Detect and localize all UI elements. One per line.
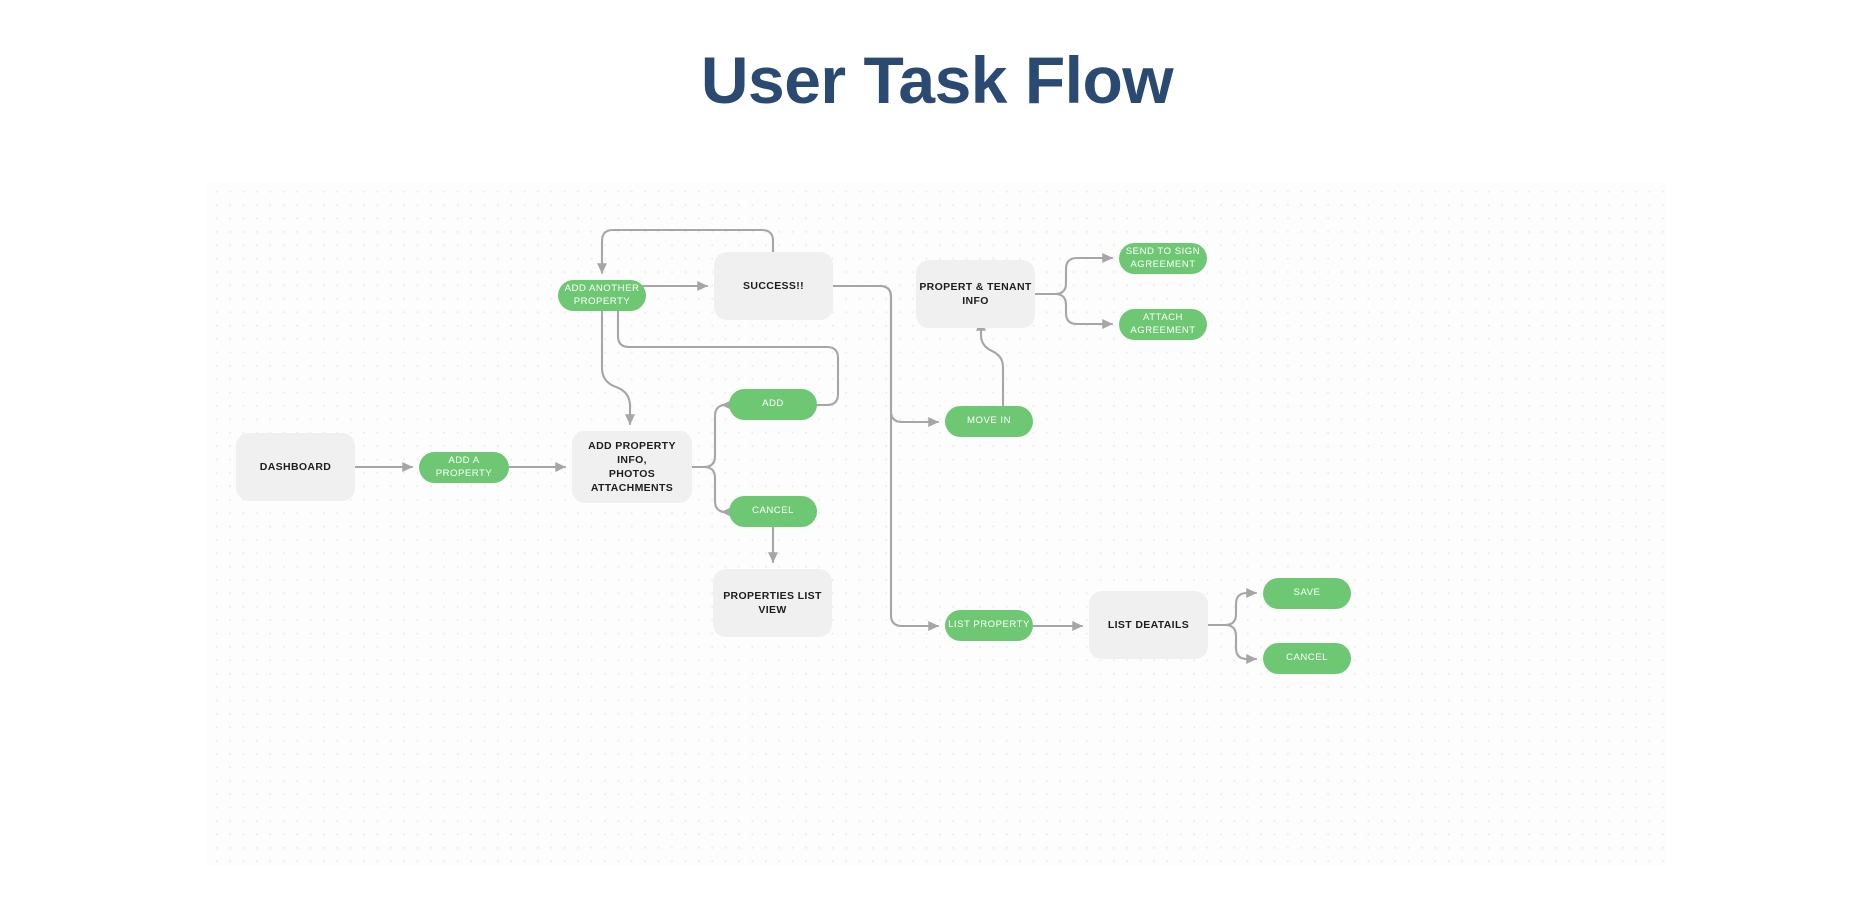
edge-add-another-to-add-property-info: [600, 309, 635, 426]
node-add-another-property-label: ADD ANOTHER PROPERTY: [564, 282, 640, 307]
page-title: User Task Flow: [700, 43, 1174, 117]
edge-add-property-info-to-add: [690, 400, 732, 469]
edge-add-property-info-to-cancel: [690, 465, 732, 517]
node-list-property-label: LIST PROPERTY: [948, 619, 1030, 631]
node-send-to-sign-agreement[interactable]: SEND TO SIGN AGREEMENT: [1119, 243, 1207, 274]
node-cancel-property-info[interactable]: CANCEL: [729, 496, 817, 527]
node-add-property-info[interactable]: ADD PROPERTY INFO, PHOTOS ATTACHMENTS: [572, 431, 692, 503]
node-add-label: ADD: [762, 398, 784, 410]
edge-move-in-to-property-tenant: [976, 319, 1005, 408]
node-add-another-property[interactable]: ADD ANOTHER PROPERTY: [558, 280, 646, 311]
node-property-tenant-info-label: PROPERT & TENANT INFO: [919, 280, 1032, 307]
node-add[interactable]: ADD: [729, 389, 817, 420]
node-list-property[interactable]: LIST PROPERTY: [945, 610, 1033, 641]
connector-layer: [353, 228, 1258, 664]
node-cancel-property-info-label: CANCEL: [752, 505, 794, 517]
edge-success-to-list-property: [831, 284, 940, 631]
node-success-label: SUCCESS!!: [743, 279, 804, 292]
node-property-tenant-info[interactable]: PROPERT & TENANT INFO: [916, 260, 1035, 328]
node-dashboard[interactable]: DASHBOARD: [236, 433, 355, 501]
flowchart-canvas[interactable]: DASHBOARD ADD A PROPERTY ADD PROPERTY IN…: [207, 182, 1667, 866]
node-list-details[interactable]: LIST DEATAILS: [1089, 591, 1208, 659]
node-save[interactable]: SAVE: [1263, 578, 1351, 609]
edge-list-details-to-save: [1206, 588, 1258, 627]
node-cancel-list-details[interactable]: CANCEL: [1263, 643, 1351, 674]
node-success[interactable]: SUCCESS!!: [714, 252, 833, 320]
title-bar: User Task Flow: [0, 0, 1874, 160]
node-attach-agreement-label: ATTACH AGREEMENT: [1130, 311, 1196, 336]
node-dashboard-label: DASHBOARD: [259, 460, 332, 473]
node-list-details-label: LIST DEATAILS: [1107, 618, 1190, 631]
edge-success-to-add-another: [597, 228, 775, 275]
node-properties-list-view[interactable]: PROPERTIES LIST VIEW: [713, 569, 832, 637]
node-add-a-property-label: ADD A PROPERTY: [435, 454, 493, 479]
edge-property-tenant-to-send-to-sign: [1033, 253, 1114, 296]
node-properties-list-view-label: PROPERTIES LIST VIEW: [723, 589, 822, 616]
node-attach-agreement[interactable]: ATTACH AGREEMENT: [1119, 309, 1207, 340]
node-add-property-info-label: ADD PROPERTY INFO, PHOTOS ATTACHMENTS: [588, 439, 676, 495]
node-save-label: SAVE: [1293, 587, 1321, 599]
node-add-a-property[interactable]: ADD A PROPERTY: [419, 452, 509, 483]
edge-list-details-to-cancel: [1206, 623, 1258, 664]
node-cancel-list-details-label: CANCEL: [1286, 652, 1328, 664]
node-move-in[interactable]: MOVE IN: [945, 406, 1033, 437]
node-send-to-sign-agreement-label: SEND TO SIGN AGREEMENT: [1125, 245, 1201, 270]
edge-property-tenant-to-attach-agreement: [1033, 292, 1114, 329]
node-move-in-label: MOVE IN: [966, 415, 1011, 427]
